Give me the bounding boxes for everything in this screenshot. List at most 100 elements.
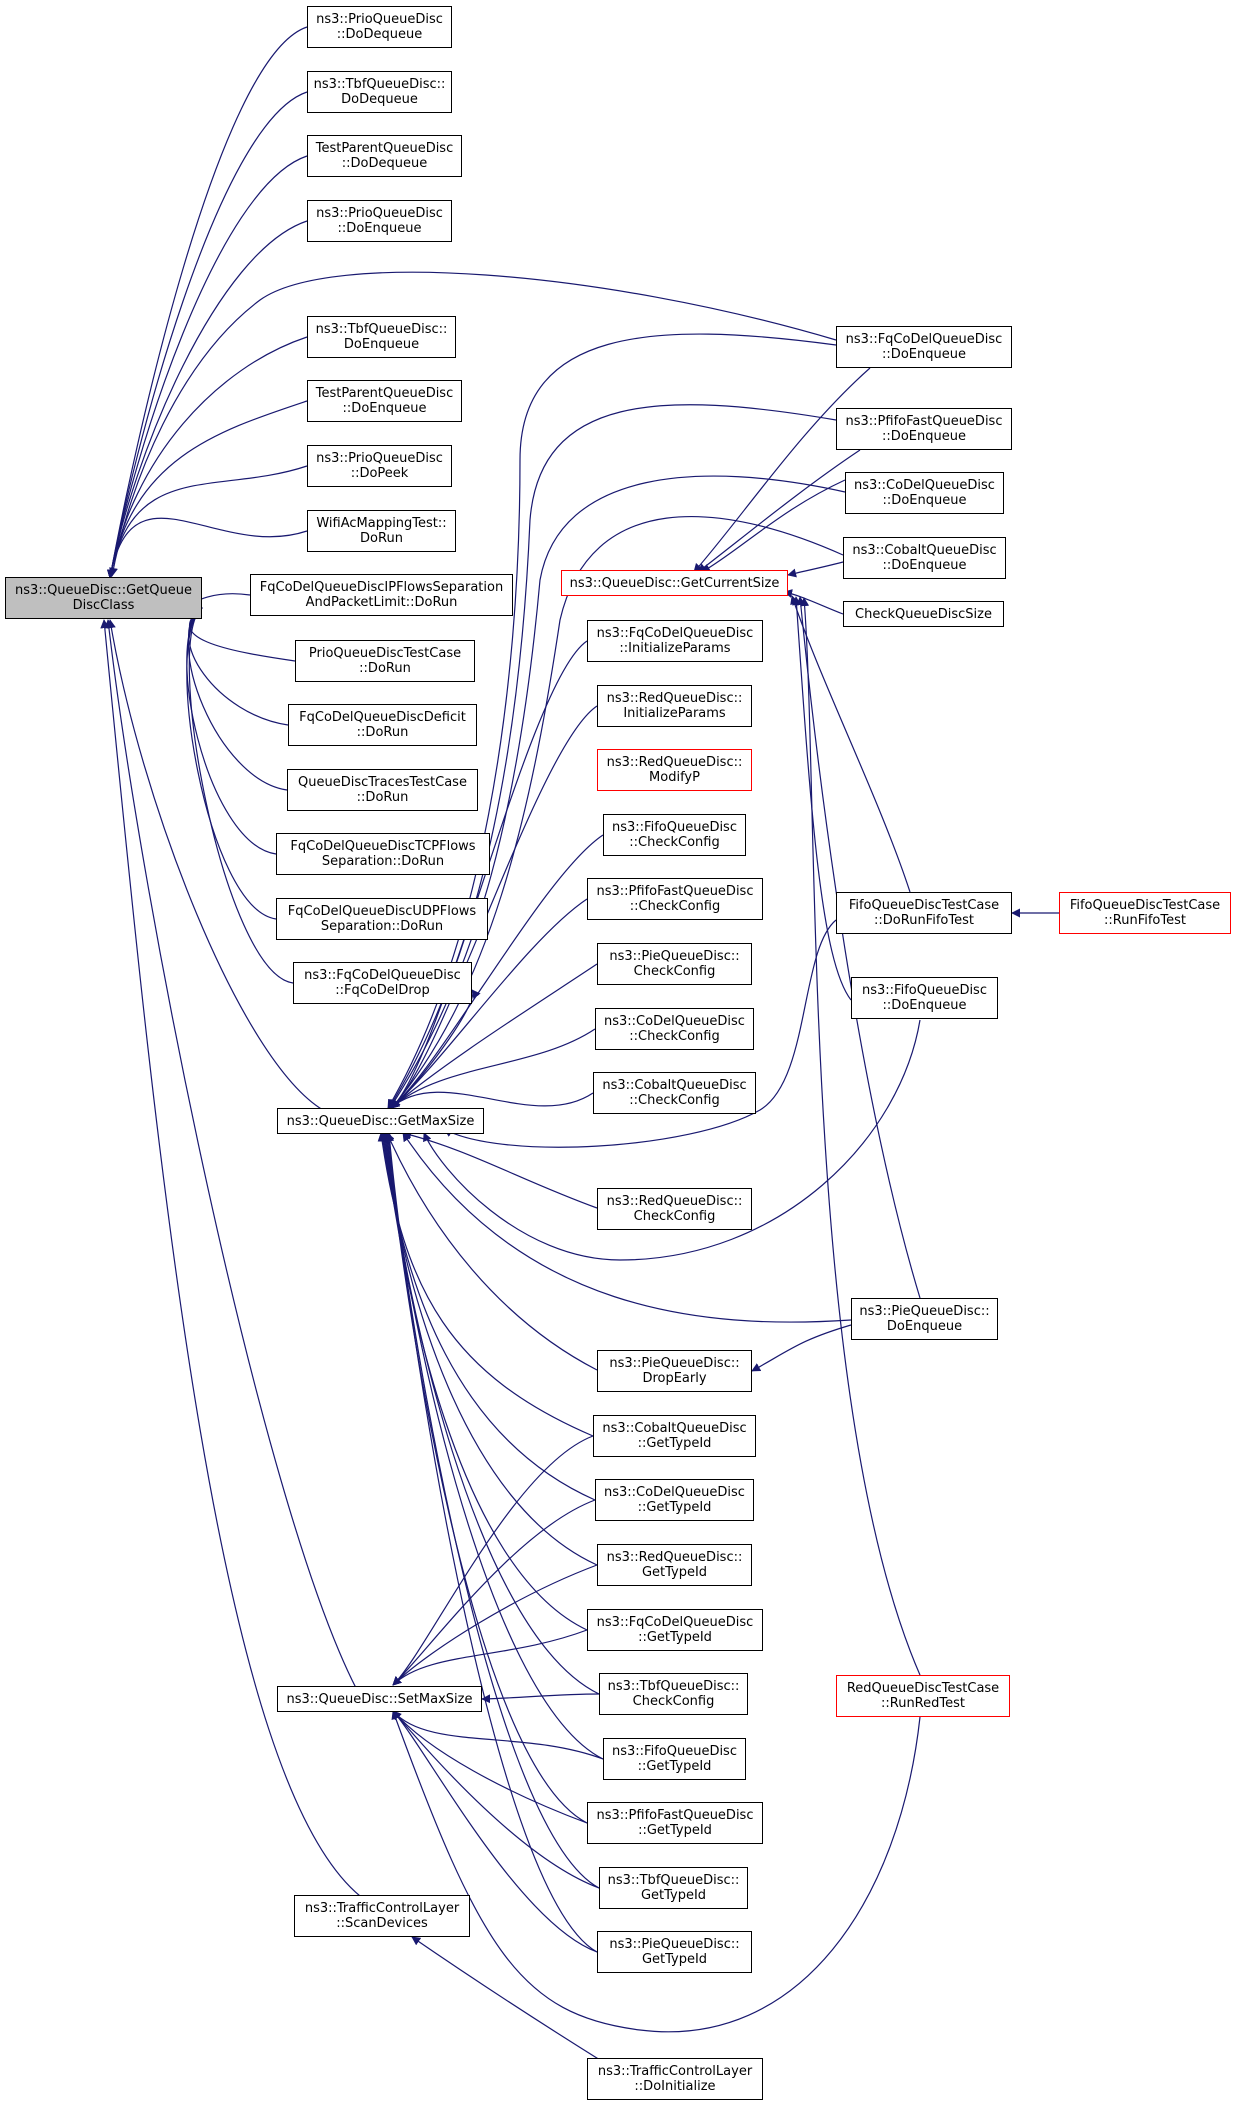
node-scan-devices[interactable]: ns3::TrafficControlLayer::ScanDevices — [294, 1895, 470, 1937]
node-set-max-size[interactable]: ns3::QueueDisc::SetMaxSize — [277, 1686, 482, 1712]
node-label-line: ns3::CoDelQueueDisc — [604, 1485, 745, 1500]
node-fq-deficit[interactable]: FqCoDelQueueDiscDeficit::DoRun — [288, 704, 477, 746]
node-label-line: ns3::PrioQueueDisc — [316, 12, 443, 27]
node-label-line: ns3::PfifoFastQueueDisc — [845, 414, 1003, 429]
node-red-run-red-test[interactable]: RedQueueDiscTestCase::RunRedTest — [836, 1675, 1010, 1717]
node-do-initialize[interactable]: ns3::TrafficControlLayer::DoInitialize — [587, 2058, 763, 2100]
call-edge — [386, 1132, 598, 1371]
node-get-max-size[interactable]: ns3::QueueDisc::GetMaxSize — [277, 1108, 484, 1134]
node-tbf-do-enqueue[interactable]: ns3::TbfQueueDisc::DoEnqueue — [307, 316, 456, 358]
node-tbf-check-config[interactable]: ns3::TbfQueueDisc::CheckConfig — [599, 1673, 748, 1715]
node-label-line: RedQueueDiscTestCase — [846, 1681, 1000, 1696]
node-pfifo-do-enqueue[interactable]: ns3::PfifoFastQueueDisc::DoEnqueue — [836, 408, 1012, 450]
call-edge — [423, 1019, 921, 1261]
node-label-line: ns3::CobaltQueueDisc — [602, 1421, 747, 1436]
node-prio-do-peek[interactable]: ns3::PrioQueueDisc::DoPeek — [307, 445, 452, 487]
node-red-init-params[interactable]: ns3::RedQueueDisc::InitializeParams — [597, 685, 752, 727]
node-label-line: ::DoEnqueue — [882, 429, 966, 444]
node-prio-test-case[interactable]: PrioQueueDiscTestCase::DoRun — [295, 640, 475, 682]
node-test-parent-do-dequeue[interactable]: TestParentQueueDisc::DoDequeue — [307, 135, 462, 177]
node-tbf-do-dequeue[interactable]: ns3::TbfQueueDisc::DoDequeue — [307, 71, 452, 113]
node-label-line: ns3::QueueDisc::GetMaxSize — [286, 1113, 475, 1129]
node-label-line: ::DoRunFifoTest — [874, 913, 974, 928]
node-fq-do-enqueue[interactable]: ns3::FqCoDelQueueDisc::DoEnqueue — [836, 326, 1012, 368]
node-codel-do-enqueue[interactable]: ns3::CoDelQueueDisc::DoEnqueue — [845, 472, 1004, 514]
node-fifo-get-type-id[interactable]: ns3::FifoQueueDisc::GetTypeId — [603, 1738, 746, 1780]
node-prio-do-dequeue[interactable]: ns3::PrioQueueDisc::DoDequeue — [307, 6, 452, 48]
node-label-line: ::CheckConfig — [629, 1093, 720, 1108]
node-label-line: ::DoEnqueue — [882, 558, 967, 573]
node-fifo-check-config[interactable]: ns3::FifoQueueDisc::CheckConfig — [603, 814, 746, 856]
node-fifo-do-run-fifo-test[interactable]: FifoQueueDiscTestCase::DoRunFifoTest — [836, 892, 1012, 934]
node-label-line: ns3::PrioQueueDisc — [316, 451, 443, 466]
node-label-line: ::DoEnqueue — [882, 493, 967, 508]
node-label-line: ns3::FifoQueueDisc — [862, 983, 987, 998]
node-cobalt-do-enqueue[interactable]: ns3::CobaltQueueDisc::DoEnqueue — [843, 537, 1006, 579]
node-codel-check-config[interactable]: ns3::CoDelQueueDisc::CheckConfig — [595, 1008, 754, 1050]
node-pie-get-type-id[interactable]: ns3::PieQueueDisc::GetTypeId — [597, 1931, 752, 1973]
call-edge — [378, 1132, 596, 1501]
node-label-line: ns3::RedQueueDisc:: — [606, 1194, 743, 1209]
node-fq-init-params[interactable]: ns3::FqCoDelQueueDisc::InitializeParams — [587, 620, 763, 662]
node-test-parent-do-enqueue[interactable]: TestParentQueueDisc::DoEnqueue — [307, 380, 462, 422]
node-red-get-type-id[interactable]: ns3::RedQueueDisc::GetTypeId — [597, 1544, 752, 1586]
node-pfifo-get-type-id[interactable]: ns3::PfifoFastQueueDisc::GetTypeId — [587, 1802, 763, 1844]
node-pie-drop-early[interactable]: ns3::PieQueueDisc::DropEarly — [597, 1350, 752, 1392]
node-prio-do-enqueue[interactable]: ns3::PrioQueueDisc::DoEnqueue — [307, 200, 452, 242]
node-label-line: ns3::FifoQueueDisc — [612, 1744, 737, 1759]
node-fq-co-del-drop[interactable]: ns3::FqCoDelQueueDisc::FqCoDelDrop — [293, 962, 472, 1004]
call-edge — [100, 619, 361, 1897]
call-edge — [380, 1132, 588, 1631]
node-label-line: Separation::DoRun — [321, 854, 445, 869]
node-label-line: ModifyP — [649, 770, 700, 785]
call-edge — [391, 1710, 921, 2033]
node-fq-get-type-id[interactable]: ns3::FqCoDelQueueDisc::GetTypeId — [587, 1609, 763, 1651]
call-edge — [792, 596, 852, 1001]
node-label-line: ::RunRedTest — [881, 1696, 965, 1711]
node-label-line: ns3::TrafficControlLayer — [304, 1901, 460, 1916]
node-label-line: QueueDiscTracesTestCase — [298, 775, 467, 790]
node-fifo-do-enqueue[interactable]: ns3::FifoQueueDisc::DoEnqueue — [851, 977, 998, 1019]
call-edge — [392, 1629, 588, 1686]
node-label-line: FifoQueueDiscTestCase — [1069, 898, 1221, 913]
node-label-line: ns3::RedQueueDisc:: — [606, 755, 743, 770]
node-label-line: ns3::CoDelQueueDisc — [604, 1014, 745, 1029]
node-label-line: ::InitializeParams — [619, 641, 731, 656]
node-check-queue-disc-size[interactable]: CheckQueueDiscSize — [843, 601, 1004, 627]
node-label-line: CheckConfig — [632, 1694, 715, 1709]
node-pie-check-config[interactable]: ns3::PieQueueDisc::CheckConfig — [597, 943, 752, 985]
node-label-line: ::DoInitialize — [634, 2079, 716, 2094]
node-traces-test-case[interactable]: QueueDiscTracesTestCase::DoRun — [287, 769, 478, 811]
call-edge — [390, 834, 604, 1109]
call-edge — [751, 1324, 852, 1372]
node-label-line: ns3::PieQueueDisc:: — [609, 949, 740, 964]
node-label-line: TestParentQueueDisc — [315, 386, 454, 401]
node-codel-get-type-id[interactable]: ns3::CoDelQueueDisc::GetTypeId — [595, 1479, 754, 1521]
node-label-line: DoDequeue — [341, 92, 418, 107]
node-pfifo-check-config[interactable]: ns3::PfifoFastQueueDisc::CheckConfig — [587, 878, 763, 920]
node-red-check-config[interactable]: ns3::RedQueueDisc::CheckConfig — [597, 1188, 752, 1230]
call-edge — [697, 449, 861, 573]
call-edge — [796, 596, 921, 1299]
node-red-modify-p[interactable]: ns3::RedQueueDisc::ModifyP — [597, 749, 752, 791]
node-pie-do-enqueue[interactable]: ns3::PieQueueDisc::DoEnqueue — [851, 1298, 998, 1340]
node-cobalt-check-config[interactable]: ns3::CobaltQueueDisc::CheckConfig — [593, 1072, 756, 1114]
call-edge — [392, 1564, 598, 1686]
node-get-current-size[interactable]: ns3::QueueDisc::GetCurrentSize — [561, 570, 788, 596]
node-tbf-get-type-id[interactable]: ns3::TbfQueueDisc::GetTypeId — [599, 1867, 748, 1909]
node-label-line: ::FqCoDelDrop — [335, 983, 430, 998]
node-label-line: ::DoRun — [356, 725, 409, 740]
node-fifo-run-fifo-test[interactable]: FifoQueueDiscTestCase::RunFifoTest — [1059, 892, 1231, 934]
node-label-line: ::GetTypeId — [637, 1500, 712, 1515]
call-edge — [783, 589, 844, 615]
node-cobalt-get-type-id[interactable]: ns3::CobaltQueueDisc::GetTypeId — [593, 1415, 756, 1457]
node-wifi-ac-mapping[interactable]: WifiAcMappingTest::DoRun — [307, 510, 456, 552]
node-label-line: ::DoRun — [356, 790, 409, 805]
node-label-line: ns3::CobaltQueueDisc — [852, 543, 997, 558]
call-edge — [481, 1693, 600, 1704]
